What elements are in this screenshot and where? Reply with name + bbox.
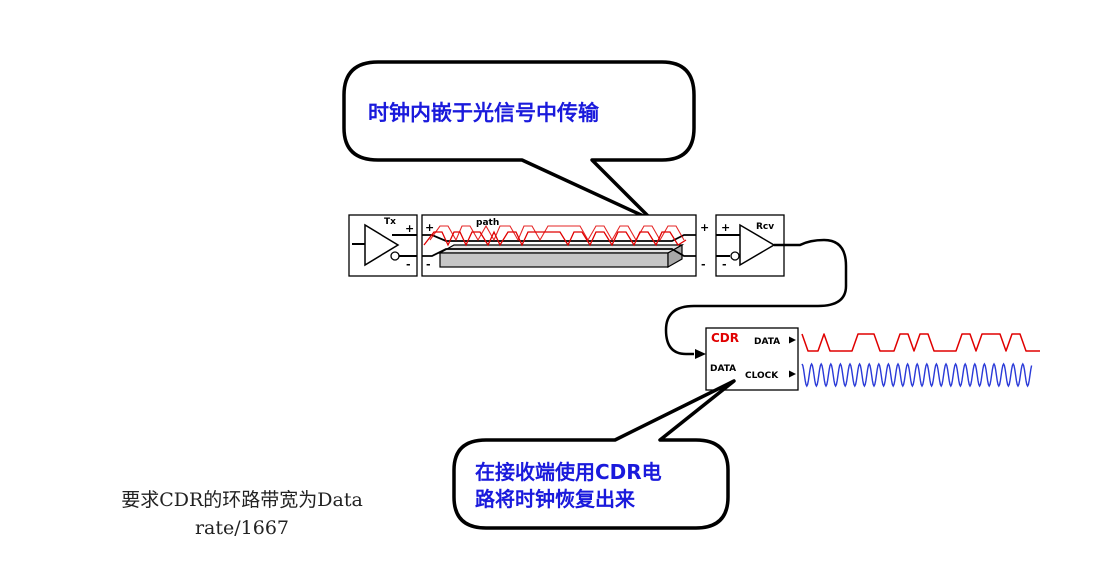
- callout-bottom: 在接收端使用CDR电 路将时钟恢复出来: [452, 379, 736, 530]
- cdr-output-clock-label: CLOCK: [745, 371, 779, 381]
- path-minus-in: -: [426, 258, 431, 271]
- tx-inverter-bubble: [390, 251, 400, 261]
- path-plus-out: +: [700, 221, 709, 234]
- cdr-data-out-arrow: [789, 336, 796, 344]
- cdr-clock-out-arrow: [789, 370, 796, 378]
- rcv-minus-sign: -: [722, 258, 727, 271]
- path-board-front: [439, 252, 669, 268]
- path-data-waveform-inverse: [429, 224, 685, 242]
- cdr-label: CDR: [711, 331, 739, 345]
- path-plus-in: +: [425, 221, 434, 234]
- callout-bottom-bubble: [452, 379, 736, 530]
- callout-bottom-line1: 在接收端使用CDR电: [475, 460, 662, 484]
- rcv-block: Rcv + -: [715, 214, 785, 277]
- path-label: path: [476, 218, 499, 228]
- path-trace-plus: [422, 234, 696, 242]
- rcv-inverter-bubble: [730, 251, 740, 261]
- cdr-box: [705, 327, 799, 391]
- tx-label: Tx: [384, 217, 396, 227]
- rcv-buffer-triangle: [739, 223, 776, 267]
- note-line-1: 要求CDR的环路带宽为Data: [121, 489, 363, 511]
- note-line-2: rate/1667: [194, 517, 290, 539]
- rcv-to-cdr-wire: [664, 238, 848, 356]
- path-minus-out: -: [701, 258, 706, 271]
- path-block: path + - + -: [421, 214, 709, 277]
- callout-top: 时钟内嵌于光信号中传输: [342, 60, 696, 222]
- tx-buffer-triangle: [364, 223, 400, 267]
- path-trace-minus: [422, 248, 696, 257]
- callout-bottom-line2: 路将时钟恢复出来: [475, 487, 636, 511]
- cdr-input-data-label: DATA: [710, 364, 736, 374]
- recovered-clock-waveform: [801, 362, 1033, 388]
- tx-block: Tx + -: [348, 214, 418, 277]
- rcv-label: Rcv: [756, 222, 774, 232]
- recovered-data-waveform: [801, 333, 1040, 352]
- callout-top-bubble: [342, 60, 696, 222]
- tx-minus-sign: -: [406, 258, 411, 271]
- path-board-side: [667, 243, 683, 269]
- loop-bandwidth-note: 要求CDR的环路带宽为Data rate/1667: [96, 486, 388, 542]
- callout-top-text: 时钟内嵌于光信号中传输: [368, 101, 600, 125]
- tx-plus-sign: +: [405, 222, 414, 235]
- cdr-output-data-label: DATA: [754, 337, 780, 347]
- path-data-waveform: [423, 230, 687, 247]
- cdr-block: CDR DATA DATA CLOCK: [705, 327, 799, 391]
- cdr-input-arrowhead: [695, 349, 706, 359]
- rcv-plus-sign: +: [721, 221, 730, 234]
